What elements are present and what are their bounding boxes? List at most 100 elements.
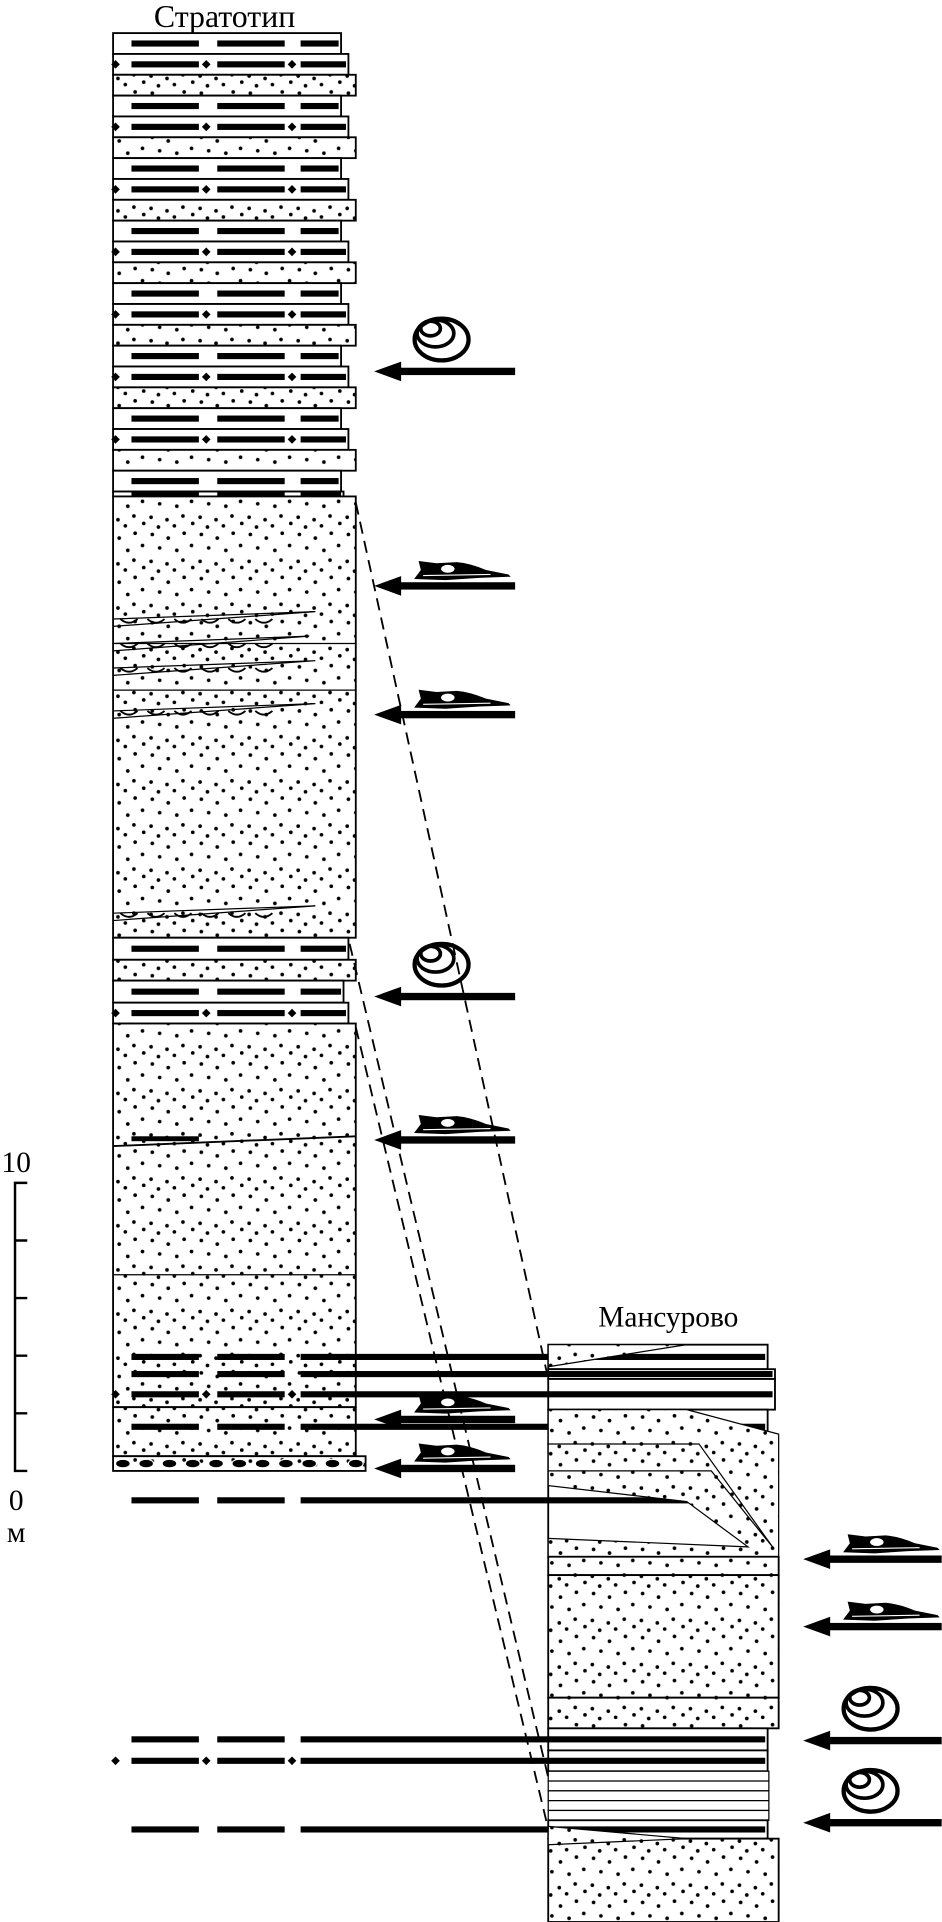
clay-dash xyxy=(217,186,285,193)
silt-diamond xyxy=(111,1756,120,1766)
clay-dash xyxy=(300,186,346,193)
pebble xyxy=(277,1458,294,1469)
silt-diamond xyxy=(111,247,120,257)
sandstone-layer xyxy=(112,495,357,939)
lens-outline xyxy=(113,905,316,922)
thin-bed xyxy=(547,1770,770,1782)
clay-dash xyxy=(300,945,346,952)
bed-boundary xyxy=(113,1135,356,1148)
shell-lens xyxy=(119,618,139,624)
pebble xyxy=(208,1458,225,1469)
mansurovo-column xyxy=(111,1343,780,1922)
mansurovo-title: Мансурово xyxy=(598,1301,738,1333)
shell-lens xyxy=(119,710,139,716)
clay-dash xyxy=(217,1371,285,1378)
clay-dash xyxy=(131,1423,199,1430)
sandstone-layer xyxy=(112,261,357,285)
sand-wedge xyxy=(547,1825,687,1846)
arrow-head-icon xyxy=(374,1130,402,1150)
sandstone-layer xyxy=(112,1406,357,1458)
shell-lens xyxy=(200,667,220,673)
clay-dash xyxy=(217,988,285,995)
silt-diamond xyxy=(287,435,297,444)
clay-dash xyxy=(300,1757,766,1764)
fish-fossil-icon xyxy=(842,1533,941,1554)
clay-dash xyxy=(217,353,285,360)
clay-dash xyxy=(217,61,285,68)
clay-dash xyxy=(131,102,199,110)
arrow-head-icon xyxy=(374,986,402,1007)
shell-lens xyxy=(254,667,274,673)
clay-dash xyxy=(217,165,285,172)
lens-outline xyxy=(113,660,316,677)
pebble xyxy=(254,1458,271,1469)
clay-dash xyxy=(131,436,199,443)
shell-lens xyxy=(200,912,220,918)
clay-dash xyxy=(300,102,339,110)
clay-dash xyxy=(217,1391,285,1398)
arrow-head-icon xyxy=(803,1616,831,1637)
clay-dash xyxy=(217,1353,285,1360)
shell-lens xyxy=(200,710,220,716)
sandstone-layer xyxy=(112,323,357,347)
clay-dash xyxy=(131,1391,199,1398)
pebble xyxy=(324,1458,341,1469)
shell-lens xyxy=(146,642,166,649)
clay-dash xyxy=(131,478,199,485)
sandstone-layer xyxy=(112,448,357,472)
pebble xyxy=(231,1458,248,1469)
clay-dash xyxy=(217,1423,285,1430)
arrow-shaft xyxy=(827,1555,942,1563)
correlation-line xyxy=(354,502,550,1380)
shell-lens xyxy=(227,912,247,918)
sandstone-layer xyxy=(547,1555,780,1577)
shell-lens xyxy=(173,912,193,918)
thin-bed xyxy=(547,1780,770,1792)
clay-dash xyxy=(300,123,346,130)
correlation-line xyxy=(354,1026,550,1830)
clay-dash xyxy=(131,1757,199,1764)
shell-lens xyxy=(200,642,220,649)
shell-lens xyxy=(254,618,274,624)
clay-dash xyxy=(217,1010,285,1017)
arrow-shaft xyxy=(398,367,516,376)
scale-unit-label: м xyxy=(7,1517,26,1549)
arrow-head-icon xyxy=(803,1730,831,1751)
clay-dash xyxy=(131,1826,199,1833)
clay-dash xyxy=(217,373,285,380)
clay-dash xyxy=(300,1826,766,1833)
clay-dash xyxy=(300,1371,773,1378)
shell-lens xyxy=(146,912,166,918)
clay-dash xyxy=(300,373,346,380)
pebble xyxy=(114,1458,131,1469)
clay-dash xyxy=(131,1010,199,1017)
clay-dash xyxy=(300,40,339,47)
clay-dash xyxy=(131,1736,199,1743)
sandstone-layer xyxy=(112,136,357,160)
shell-lens xyxy=(146,667,166,673)
clay-dash xyxy=(131,353,199,360)
clay-dash xyxy=(131,490,199,498)
arrow-shaft xyxy=(398,1415,516,1424)
silt-diamond xyxy=(287,122,297,132)
scale-bottom-label: 0 xyxy=(9,1485,24,1517)
clay-dash xyxy=(131,40,199,47)
silt-diamond xyxy=(201,122,211,132)
clay-dash xyxy=(300,490,342,498)
clay-dash xyxy=(131,1353,199,1360)
silt-diamond xyxy=(287,1008,297,1018)
shell-lens xyxy=(227,710,247,716)
clay-dash xyxy=(217,123,285,130)
silt-diamond xyxy=(111,122,120,132)
clay-dash xyxy=(131,290,199,297)
clay-dash xyxy=(300,248,346,255)
lens-outline xyxy=(113,635,310,652)
silt-diamond xyxy=(287,1756,297,1766)
clay-dash xyxy=(300,1391,773,1398)
clay-dash xyxy=(300,61,346,68)
clay-dash xyxy=(217,1497,285,1504)
lens-outline xyxy=(113,611,316,627)
fossil-markers xyxy=(374,319,942,1833)
arrow-head-icon xyxy=(374,1409,402,1430)
